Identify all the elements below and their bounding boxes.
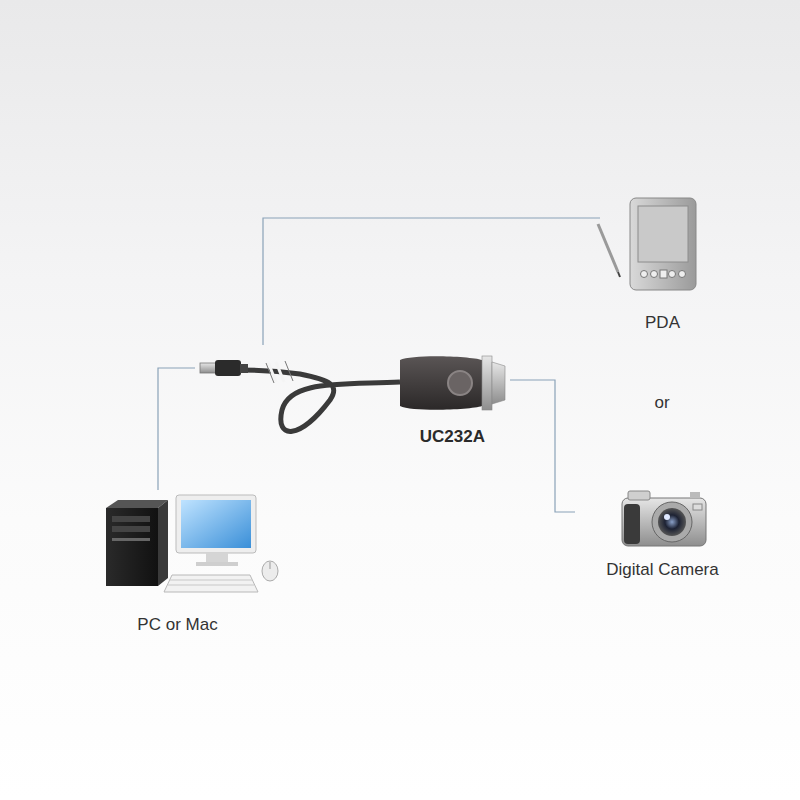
drawing-part bbox=[285, 361, 293, 381]
drawing-part bbox=[638, 206, 688, 262]
drawing-part bbox=[215, 360, 241, 376]
drawing-part bbox=[168, 580, 254, 585]
connector-line bbox=[510, 380, 575, 512]
camera-icon bbox=[622, 491, 706, 546]
drawing-part bbox=[618, 272, 620, 277]
drawing-part bbox=[168, 585, 254, 586]
drawing-part bbox=[624, 504, 640, 544]
computer-icon bbox=[106, 495, 278, 592]
drawing-part bbox=[200, 363, 216, 373]
drawing-part bbox=[652, 502, 692, 542]
drawing-part bbox=[270, 562, 271, 569]
drawing-part bbox=[641, 271, 648, 278]
drawing-part bbox=[170, 580, 252, 581]
drawing-part bbox=[266, 363, 274, 383]
drawing-part bbox=[669, 271, 676, 278]
drawing-part bbox=[628, 491, 650, 500]
drawing-part bbox=[164, 575, 258, 592]
drawing-part bbox=[690, 492, 700, 498]
drawing-part bbox=[448, 371, 472, 395]
pda-node: PDA bbox=[600, 195, 725, 333]
drawing-part bbox=[679, 271, 686, 278]
drawing-part bbox=[158, 500, 168, 586]
drawing-part bbox=[112, 516, 150, 522]
drawing-part bbox=[176, 495, 256, 553]
cable-illustration bbox=[200, 356, 505, 431]
drawing-part bbox=[482, 356, 492, 410]
drawing-part bbox=[181, 500, 251, 548]
drawing-part bbox=[106, 500, 168, 508]
drawing-part bbox=[158, 368, 195, 490]
drawing-part bbox=[492, 362, 505, 404]
device-label: UC232A bbox=[420, 427, 485, 447]
connector-line bbox=[158, 368, 195, 490]
drawing-part bbox=[276, 362, 284, 382]
drawing-part bbox=[106, 508, 158, 586]
drawing-part bbox=[112, 526, 150, 532]
drawing-part bbox=[510, 380, 575, 512]
drawing-part bbox=[263, 218, 600, 345]
drawing-part bbox=[630, 198, 696, 290]
computer-node: PC or Mac bbox=[90, 490, 265, 635]
drawing-part bbox=[660, 270, 667, 278]
drawing-part bbox=[262, 561, 278, 581]
or-label: or bbox=[654, 393, 669, 413]
drawing-part bbox=[400, 356, 482, 410]
drawing-part bbox=[206, 553, 228, 563]
drawing-part bbox=[238, 370, 400, 431]
drawing-part bbox=[658, 508, 686, 536]
drawing-part bbox=[240, 364, 248, 373]
drawing-part bbox=[693, 504, 702, 510]
drawing-part bbox=[598, 224, 618, 272]
connector-line bbox=[263, 218, 600, 345]
drawing-part bbox=[664, 514, 670, 520]
drawing-part bbox=[112, 538, 150, 541]
drawing-part bbox=[622, 498, 706, 546]
pda-icon bbox=[598, 198, 696, 290]
device-label: PC or Mac bbox=[137, 615, 217, 635]
camera-node: Digital Camera bbox=[575, 485, 750, 580]
drawing-part bbox=[196, 562, 238, 566]
device-label: PDA bbox=[645, 313, 680, 333]
drawing-part bbox=[651, 271, 658, 278]
adapter-node: UC232A bbox=[195, 345, 510, 447]
device-label: Digital Camera bbox=[606, 560, 718, 580]
